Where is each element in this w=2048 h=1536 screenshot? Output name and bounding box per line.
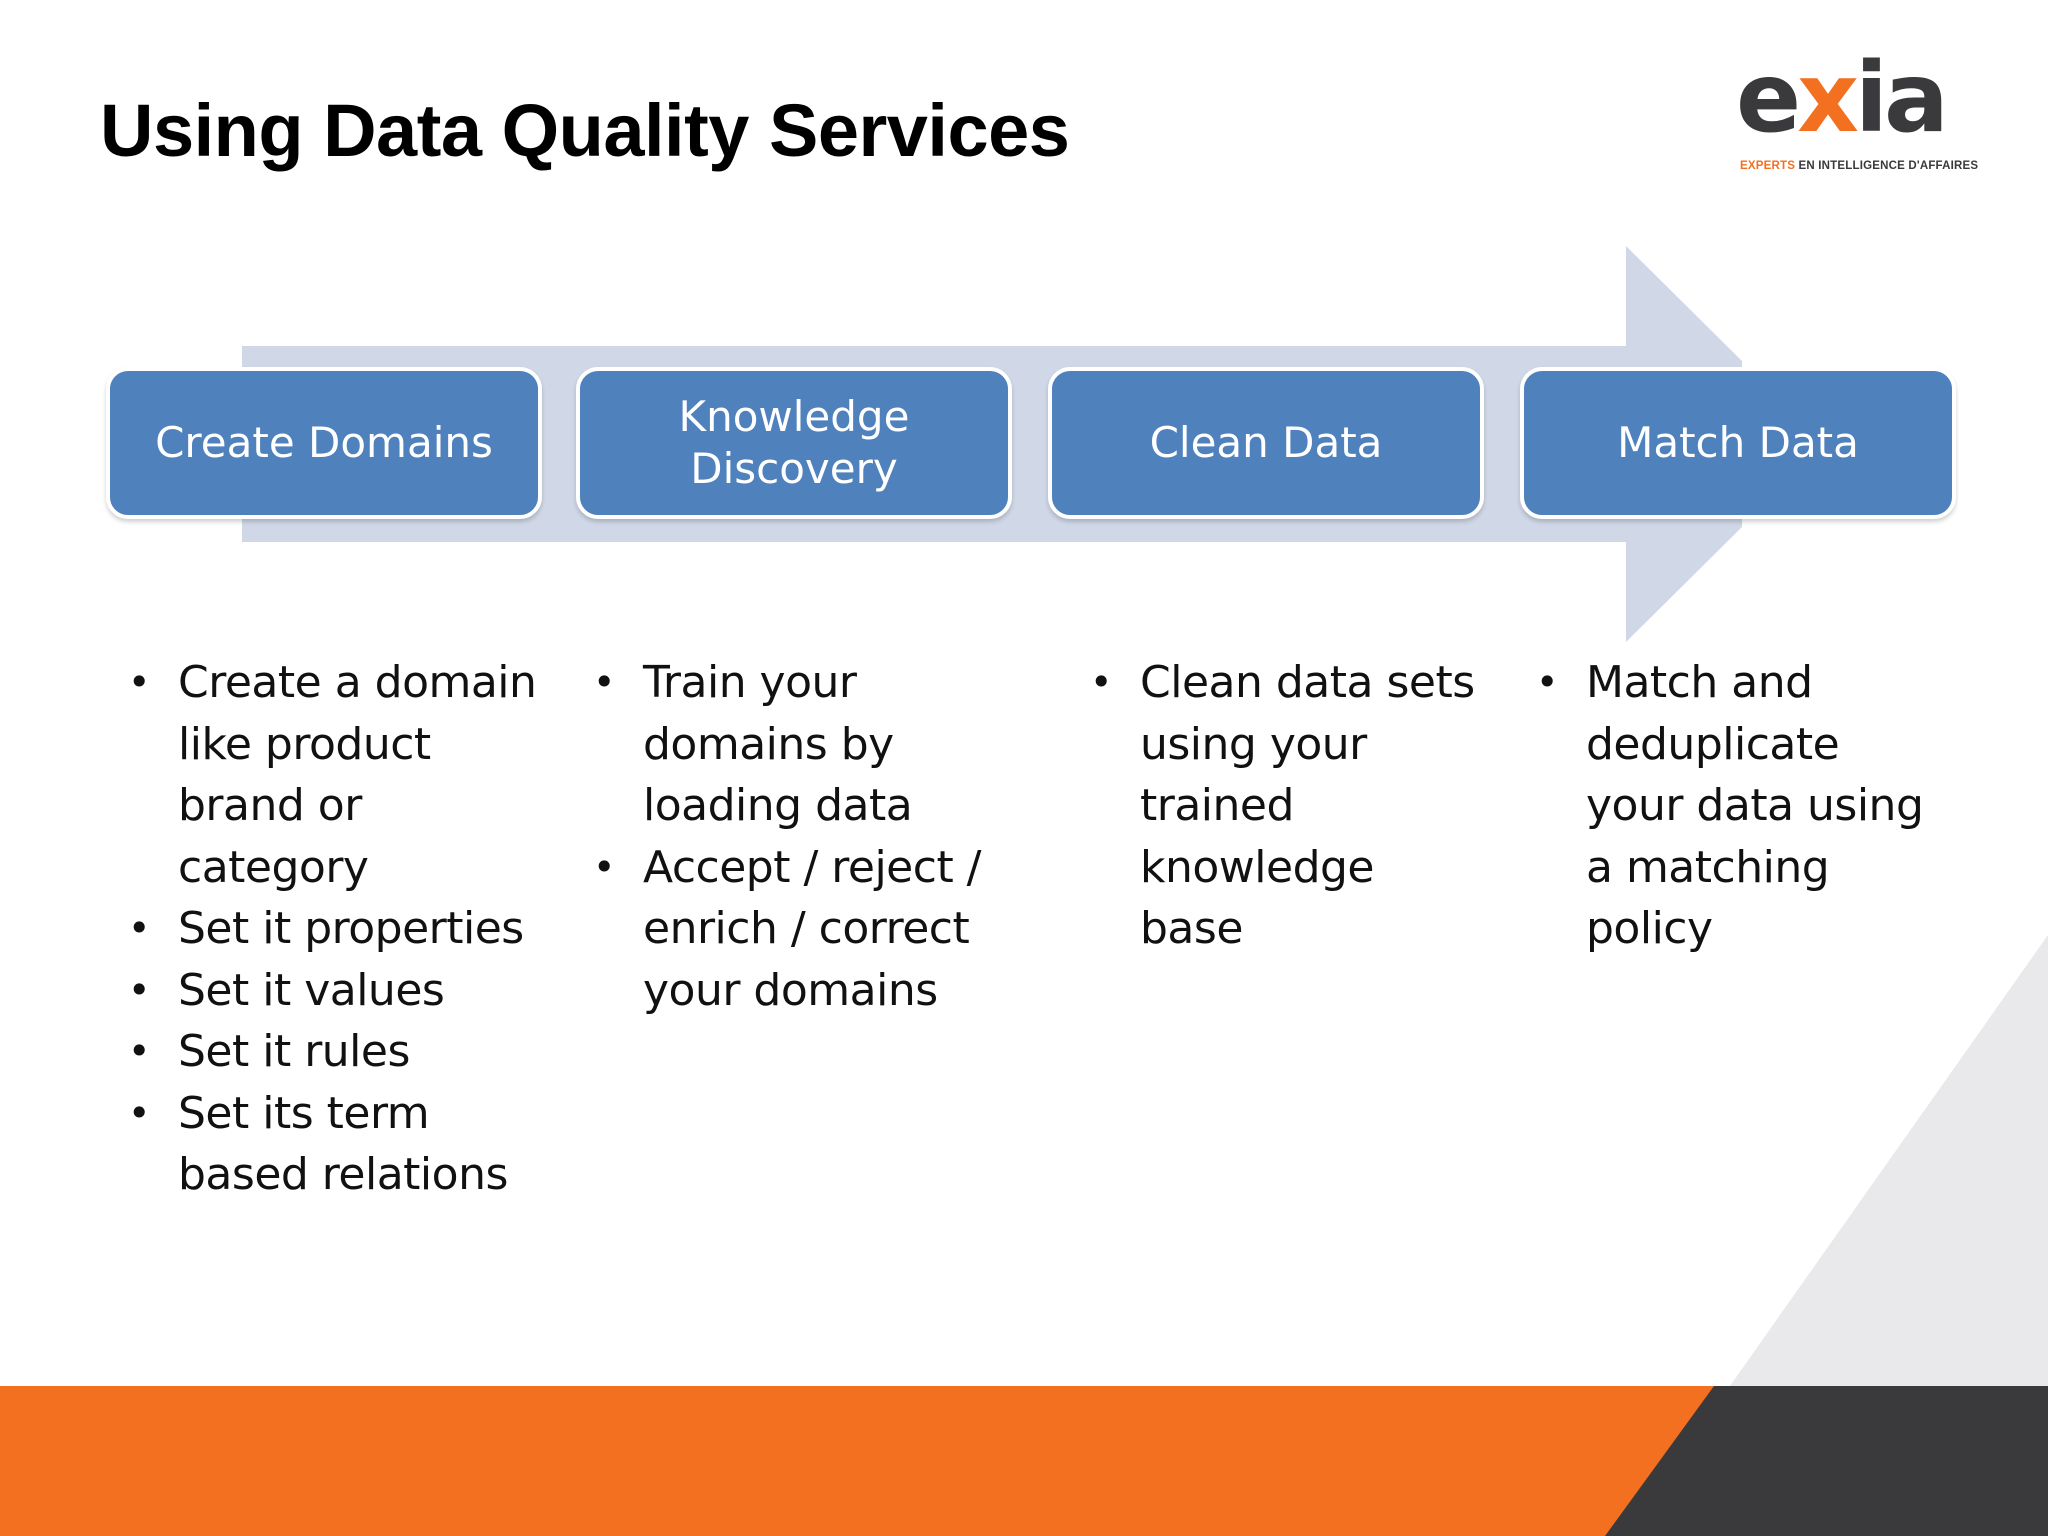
step-create-domains: Create Domains (106, 367, 542, 519)
step-knowledge-discovery: Knowledge Discovery (576, 367, 1012, 519)
list-item: Set it rules (108, 1021, 548, 1083)
step-clean-data: Clean Data (1048, 367, 1484, 519)
slide-title: Using Data Quality Services (100, 89, 1070, 172)
list-item: Train your domains by loading data (573, 652, 1013, 837)
list-item: Set its term based relations (108, 1083, 548, 1206)
create-domains-details: Create a domain like product brand or ca… (108, 652, 548, 1206)
corner-grey-triangle (1720, 935, 2048, 1400)
step-label: Create Domains (155, 417, 493, 467)
list-item: Set it properties (108, 898, 548, 960)
exia-logo: exia EXPERTS EN INTELLIGENCE D'AFFAIRES (1736, 50, 1978, 178)
footer-dark-wedge (1605, 1386, 2048, 1536)
step-label: Clean Data (1149, 417, 1383, 467)
knowledge-discovery-details: Train your domains by loading data Accep… (573, 652, 1013, 1021)
step-label: Knowledge Discovery (678, 391, 910, 494)
list-item: Accept / reject / enrich / correct your … (573, 837, 1013, 1022)
logo-wordmark: exia (1736, 42, 1949, 154)
list-item: Set it values (108, 960, 548, 1022)
list-item: Create a domain like product brand or ca… (108, 652, 548, 898)
list-item: Clean data sets using your trained knowl… (1070, 652, 1490, 960)
step-label: Match Data (1617, 417, 1859, 467)
clean-data-details: Clean data sets using your trained knowl… (1070, 652, 1490, 960)
list-item: Match and deduplicate your data using a … (1516, 652, 1936, 960)
logo-tagline: EXPERTS EN INTELLIGENCE D'AFFAIRES (1740, 160, 1979, 172)
step-match-data: Match Data (1520, 367, 1956, 519)
match-data-details: Match and deduplicate your data using a … (1516, 652, 1936, 960)
